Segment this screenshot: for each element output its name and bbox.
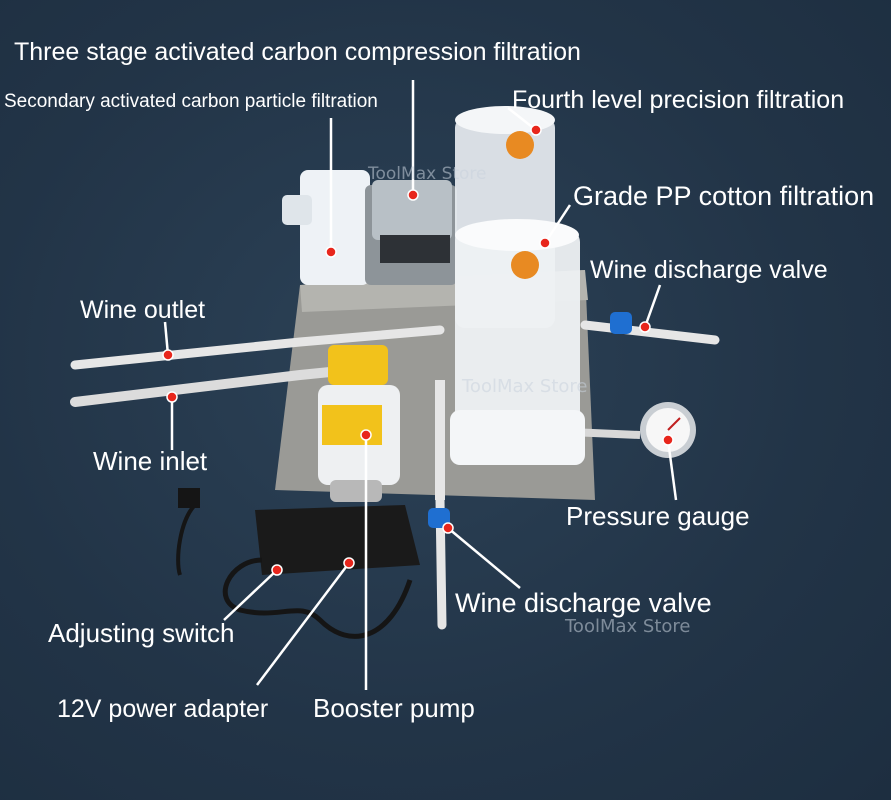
leader-lines [163, 80, 678, 690]
label-adjusting-switch: Adjusting switch [48, 618, 235, 648]
marker-secondary [325, 246, 337, 258]
watermark-bottom: ToolMax Store [565, 616, 691, 637]
label-booster-pump: Booster pump [313, 693, 475, 723]
booster-pump-motor-end [330, 480, 382, 502]
label-wine-inlet: Wine inlet [93, 446, 208, 476]
label-power-adapter: 12V power adapter [57, 695, 269, 723]
discharge-tube-right [580, 320, 720, 345]
marker-adjusting-switch [271, 564, 283, 576]
pp-cotton-filter-base [450, 410, 585, 465]
label-grade-pp: Grade PP cotton filtration [573, 181, 875, 211]
marker-fourth-level [530, 124, 542, 136]
leader-valve-bottom [447, 527, 521, 589]
booster-pump-label [322, 405, 382, 445]
discharge-valve-top-handle [610, 312, 632, 334]
leader-pressure-gauge [666, 439, 678, 501]
marker-booster-pump [360, 429, 372, 441]
label-wine-outlet: Wine outlet [80, 296, 206, 324]
power-plug-cable [176, 503, 197, 576]
wine-inlet-tube [70, 367, 335, 407]
marker-pressure-gauge [662, 434, 674, 446]
pp-cotton-filter-housing [455, 230, 580, 460]
marker-wine-inlet [166, 391, 178, 403]
leader-grade-pp [543, 204, 572, 244]
label-three-stage-carbon: Three stage activated carbon compression… [14, 38, 581, 66]
discharge-valve-bottom-handle [428, 508, 450, 528]
marker-wine-outlet [162, 349, 174, 361]
power-adapter-brick [255, 505, 420, 575]
label-discharge-valve-top: Wine discharge valve [590, 256, 828, 284]
leader-adjusting-switch [223, 569, 278, 621]
label-secondary-carbon: Secondary activated carbon particle filt… [4, 91, 378, 112]
pp-cotton-filter-logo [511, 251, 539, 279]
marker-dots [162, 124, 674, 576]
label-fourth-level: Fourth level precision filtration [512, 86, 845, 114]
precision-filter-logo [506, 131, 534, 159]
power-plug [178, 488, 200, 508]
carbon-particle-filter-cap [282, 195, 312, 225]
marker-power-adapter [343, 557, 355, 569]
marker-grade-pp [539, 237, 551, 249]
leader-fourth-level [507, 107, 537, 131]
carbon-cartridge-label [380, 235, 450, 263]
marker-valve-bottom [442, 522, 454, 534]
carbon-particle-filter-housing [300, 170, 370, 285]
booster-pump-head [328, 345, 388, 385]
wine-outlet-tube [70, 325, 445, 370]
watermark-top: ToolMax Store [368, 164, 487, 184]
precision-filter-top [455, 106, 555, 134]
leader-valve-top [643, 284, 662, 328]
pp-cotton-filter-top [455, 219, 579, 251]
label-pressure-gauge: Pressure gauge [566, 501, 750, 531]
leader-power-adapter [256, 562, 350, 686]
pressure-gauge-needle [667, 417, 681, 431]
watermark-middle: ToolMax Store [462, 376, 588, 397]
label-discharge-valve-bottom: Wine discharge valve [455, 588, 712, 618]
carbon-cartridge-front [372, 180, 452, 240]
marker-valve-top [639, 321, 651, 333]
power-adapter-cable [222, 557, 413, 639]
marker-three-stage [407, 189, 419, 201]
